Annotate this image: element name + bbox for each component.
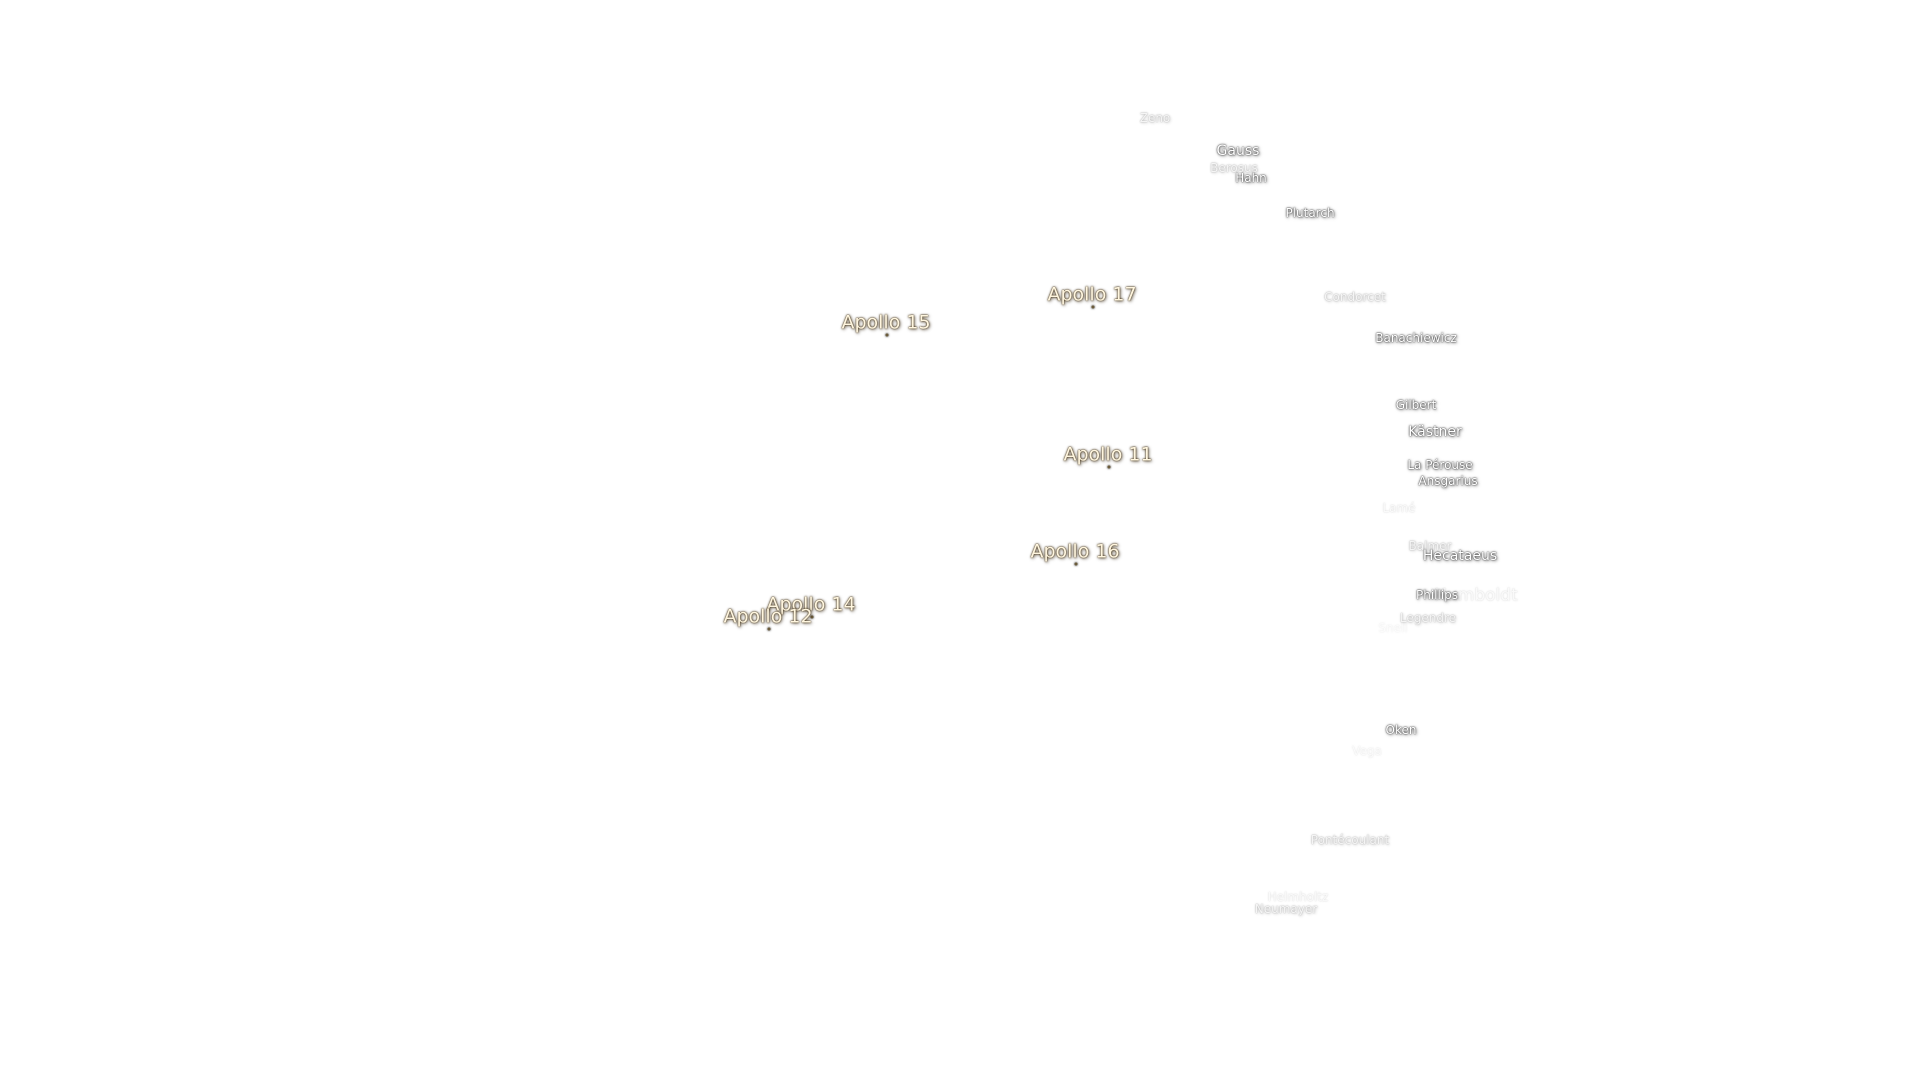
crater-label-neumayer[interactable]: Neumayer <box>1254 902 1318 916</box>
crater-label-lame[interactable]: Lamé <box>1382 501 1416 515</box>
crater-label-vega[interactable]: Vega <box>1352 744 1382 758</box>
crater-label-gauss[interactable]: Gauss <box>1216 143 1260 159</box>
crater-label-berosus[interactable]: Berosus <box>1210 161 1258 175</box>
crater-label-banachiewicz[interactable]: Banachiewicz <box>1375 331 1457 345</box>
crater-label-pontecoulant[interactable]: Pontécoulant <box>1310 833 1390 847</box>
crater-label-hecataeus[interactable]: Hecataeus <box>1422 548 1498 564</box>
crater-label-oken[interactable]: Oken <box>1385 723 1417 737</box>
crater-label-balmer[interactable]: Balmer <box>1408 539 1452 553</box>
crater-label-kastner[interactable]: Kästner <box>1408 424 1462 440</box>
apollo-16-label[interactable]: Apollo 16 <box>1030 540 1120 563</box>
crater-label-plutarch[interactable]: Plutarch <box>1285 206 1335 220</box>
crater-label-phillips[interactable]: Phillips <box>1415 588 1459 602</box>
crater-label-condorcet[interactable]: Condorcet <box>1324 290 1386 304</box>
crater-label-la-perouse[interactable]: La Pérouse <box>1407 458 1473 472</box>
apollo-15-marker[interactable] <box>885 333 889 337</box>
crater-label-hahn[interactable]: Hahn <box>1235 171 1267 185</box>
crater-label-snell[interactable]: Snell <box>1378 621 1408 635</box>
apollo-11-label[interactable]: Apollo 11 <box>1063 443 1153 466</box>
apollo-12-label[interactable]: Apollo 12 <box>723 605 813 628</box>
apollo-16-marker[interactable] <box>1074 562 1078 566</box>
crater-label-ansgarius[interactable]: Ansgarius <box>1418 474 1478 488</box>
crater-label-helmholtz[interactable]: Helmholtz <box>1267 890 1329 904</box>
apollo-17-label[interactable]: Apollo 17 <box>1047 283 1137 306</box>
crater-label-gilbert[interactable]: Gilbert <box>1395 398 1437 412</box>
apollo-14-label[interactable]: Apollo 14 <box>766 593 856 616</box>
apollo-17-marker[interactable] <box>1091 305 1095 309</box>
crater-label-legendre[interactable]: Legendre <box>1399 611 1457 625</box>
apollo-14-marker[interactable] <box>810 615 814 619</box>
apollo-11-marker[interactable] <box>1107 465 1111 469</box>
crater-label-zeno[interactable]: Zeno <box>1139 111 1171 125</box>
apollo-12-marker[interactable] <box>767 627 771 631</box>
crater-label-humboldt[interactable]: Humboldt <box>1434 585 1518 606</box>
apollo-15-label[interactable]: Apollo 15 <box>841 311 931 334</box>
